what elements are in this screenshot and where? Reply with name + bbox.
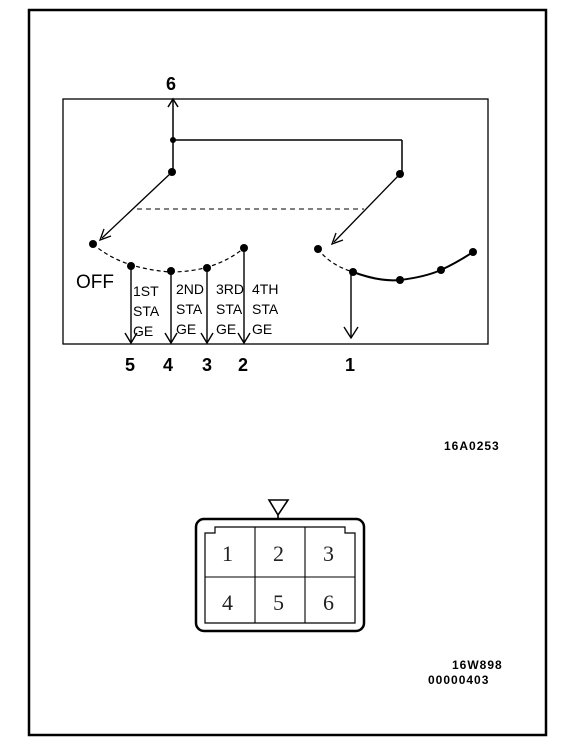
switch-box	[62, 98, 489, 345]
stage-4-line1: 4TH	[252, 281, 278, 297]
switch-arm-left	[98, 171, 173, 242]
terminal-6-label: 6	[166, 74, 176, 94]
connector-pin-6: 6	[323, 590, 334, 615]
contact-r1	[349, 268, 357, 276]
contact-arc-left	[92, 243, 245, 273]
terminal-2: 2	[238, 355, 248, 375]
footer-code-1: 16W898	[452, 658, 503, 672]
stage-arrows	[124, 248, 359, 345]
stage-2-line3: GE	[176, 321, 196, 337]
stage-2-line2: STA	[176, 301, 203, 317]
connector-pin-2: 2	[273, 541, 284, 566]
connector-outline	[194, 517, 366, 633]
connector-grid	[205, 527, 355, 623]
page-border	[27, 8, 548, 737]
stage-1-line2: STA	[133, 303, 160, 319]
connector-key-icon	[267, 499, 290, 520]
stage-4-line2: STA	[252, 301, 279, 317]
contact-arc-right-dashed	[317, 248, 354, 273]
terminal-1: 1	[345, 355, 355, 375]
stage-label-4th: 4TH STA GE	[252, 281, 279, 337]
switch-arm-right	[330, 173, 401, 246]
footer-code-2: 00000403	[428, 673, 489, 687]
circuit-code: 16A0253	[444, 439, 500, 453]
terminal-5: 5	[125, 355, 135, 375]
stage-label-3rd: 3RD STA GE	[216, 281, 244, 337]
terminal-4: 4	[163, 355, 173, 375]
stage-label-2nd: 2ND STA GE	[176, 281, 204, 337]
connector-pin-5: 5	[273, 590, 284, 615]
switch-bar	[173, 139, 403, 174]
stage-3-line2: STA	[216, 301, 243, 317]
stage-1-line1: 1ST	[133, 283, 159, 299]
node-bar-left	[170, 137, 176, 143]
connector-pin-3: 3	[323, 541, 334, 566]
contact-r0	[314, 245, 322, 253]
contact-arc-right	[352, 251, 474, 282]
connector-pin-1: 1	[222, 541, 233, 566]
contact-off	[89, 240, 97, 248]
stage-1-line3: GE	[133, 323, 153, 339]
stage-3-line3: GE	[216, 321, 236, 337]
contact-r2	[396, 276, 404, 284]
contact-r4	[469, 248, 477, 256]
connector-pin-4: 4	[222, 590, 233, 615]
terminal-3: 3	[202, 355, 212, 375]
contact-r3	[437, 266, 445, 274]
stage-3-line1: 3RD	[216, 281, 244, 297]
off-label: OFF	[76, 272, 114, 293]
stage-2-line1: 2ND	[176, 281, 204, 297]
stage-4-line3: GE	[252, 321, 272, 337]
stage-label-1st: 1ST STA GE	[133, 283, 160, 339]
terminal-6-arrow	[167, 97, 179, 172]
